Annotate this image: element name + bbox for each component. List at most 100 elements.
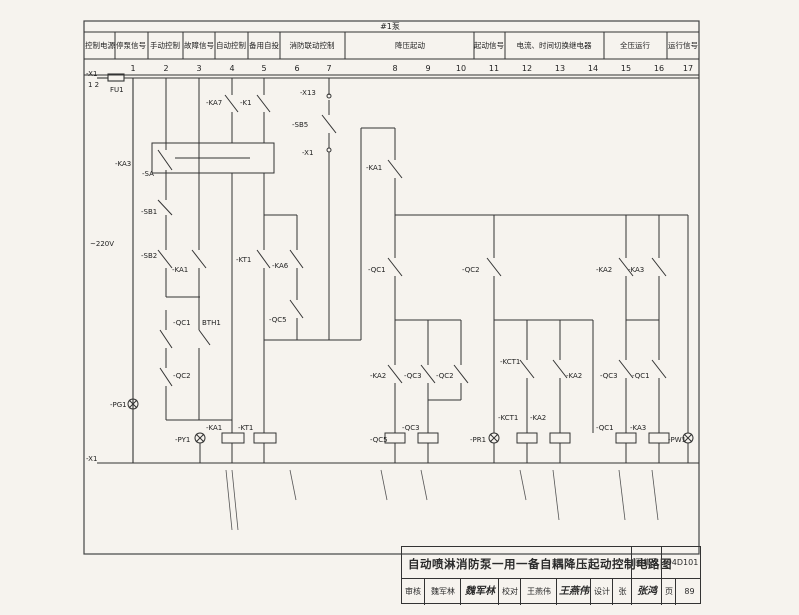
qc2-b-label: -QC2 bbox=[462, 266, 480, 274]
col-num-11: 11 bbox=[489, 64, 499, 73]
x1-bottom-label: -X1 bbox=[86, 455, 97, 463]
sa-label: -SA bbox=[142, 170, 154, 178]
page-value: 89 bbox=[675, 578, 703, 605]
cross-reference-marks bbox=[225, 469, 659, 531]
col2-labels: -KA3 -SA -SB1 -SB2 -KA1 -QC1 -QC2 BTH1 bbox=[115, 160, 221, 380]
kt1-a-label: -KT1 bbox=[236, 256, 251, 264]
sb5-label: -SB5 bbox=[292, 121, 308, 129]
col-num-8: 8 bbox=[392, 64, 397, 73]
pr1-label: -PR1 bbox=[470, 436, 486, 444]
design-label: 设计 bbox=[590, 578, 613, 605]
col-num-4: 4 bbox=[229, 64, 234, 73]
branch-right bbox=[387, 128, 689, 433]
col-num-5: 5 bbox=[261, 64, 266, 73]
col-num-7: 7 bbox=[326, 64, 331, 73]
header-group-label: #1泵 bbox=[380, 22, 400, 31]
col-num-16: 16 bbox=[654, 64, 664, 73]
col-label-auto: 自动控制 bbox=[216, 40, 246, 50]
qc1-a-label: -QC1 bbox=[173, 319, 191, 327]
col-num-2: 2 bbox=[163, 64, 168, 73]
coil-ka3 bbox=[648, 432, 670, 444]
col-label-full-run: 全压运行 bbox=[620, 40, 650, 50]
ka1-b-label: -KA1 bbox=[366, 164, 382, 172]
col-num-10: 10 bbox=[456, 64, 466, 73]
qc3-coil-label: -QC3 bbox=[402, 424, 420, 432]
branch-fire-link bbox=[297, 78, 395, 341]
header-labels: 控制电源 停泵信号 手动控制 故障信号 自动控制 备用自投 消防联动控制 降压起… bbox=[85, 40, 698, 50]
ka3-coil-label: -KA3 bbox=[630, 424, 646, 432]
kt1-coil-label: -KT1 bbox=[238, 424, 253, 432]
coil-qc1 bbox=[615, 432, 637, 444]
ka7-label: -KA7 bbox=[206, 99, 222, 107]
coil-ka1 bbox=[221, 432, 245, 444]
ka3-label: -KA3 bbox=[115, 160, 131, 168]
sb2-label: -SB2 bbox=[141, 252, 157, 260]
qc5-label: -QC5 bbox=[269, 316, 287, 324]
branch-manual bbox=[191, 78, 232, 421]
check-label: 校对 bbox=[498, 578, 521, 605]
ka2-coil-label: -KA2 bbox=[530, 414, 546, 422]
right-labels: -KA1 -QC1 -QC2 -KA2 -KA3 -KA2 -QC3 -QC2 … bbox=[366, 164, 686, 444]
col-label-standby: 备用自投 bbox=[249, 40, 279, 50]
kct1-coil-label: -KCT1 bbox=[498, 414, 518, 422]
col-num-3: 3 bbox=[196, 64, 201, 73]
selector-switch-sa bbox=[151, 142, 275, 174]
col-num-14: 14 bbox=[588, 64, 598, 73]
review-label: 审核 bbox=[405, 587, 421, 596]
ka2-b-label: -KA2 bbox=[370, 372, 386, 380]
ka2-c-label: -KA2 bbox=[566, 372, 582, 380]
col-label-fire-link: 消防联动控制 bbox=[290, 40, 335, 50]
page-label: 页 bbox=[661, 578, 676, 605]
col-num-13: 13 bbox=[555, 64, 565, 73]
coil-qc5 bbox=[384, 432, 406, 444]
fuse-label: FU1 bbox=[110, 86, 124, 94]
ka6-label: -KA6 bbox=[272, 262, 289, 270]
lamp-pg1 bbox=[127, 398, 139, 410]
ka1-coil-label: -KA1 bbox=[206, 424, 222, 432]
qc2-a-label: -QC2 bbox=[173, 372, 191, 380]
k1-label: -K1 bbox=[240, 99, 252, 107]
col-num-12: 12 bbox=[522, 64, 532, 73]
col-label-relay: 电流、时间切换继电器 bbox=[517, 40, 592, 50]
pg1-label: -PG1 bbox=[110, 401, 127, 409]
coil-ka2 bbox=[549, 432, 571, 444]
col-num-6: 6 bbox=[294, 64, 299, 73]
atlas-number-value: 94D101 bbox=[661, 547, 703, 578]
x1-top-label: -X1 bbox=[86, 70, 97, 78]
ka2-a-label: -KA2 bbox=[596, 266, 612, 274]
qc5-coil-label: -QC5 bbox=[370, 436, 388, 444]
qc1-coil-label: -QC1 bbox=[596, 424, 614, 432]
branch-stop bbox=[157, 78, 200, 421]
ka3-b-label: -KA3 bbox=[628, 266, 644, 274]
col-num-9: 9 bbox=[425, 64, 430, 73]
x13-label: -X13 bbox=[300, 89, 316, 97]
x1-mid-label: -X1 bbox=[302, 149, 313, 157]
qc2-c-label: -QC2 bbox=[436, 372, 454, 380]
col-num-17: 17 bbox=[683, 64, 693, 73]
col-num-1: 1 bbox=[130, 64, 135, 73]
branch-fault-auto bbox=[224, 78, 304, 463]
designer-signature: 张鸿 bbox=[631, 578, 662, 605]
coil-kt1 bbox=[253, 432, 277, 444]
coils-right bbox=[384, 432, 694, 463]
checker-name: 王燕伟 bbox=[520, 578, 557, 605]
header-band bbox=[84, 31, 699, 76]
col-num-15: 15 bbox=[621, 64, 631, 73]
qc1-b-label: -QC1 bbox=[368, 266, 386, 274]
coil-qc3 bbox=[417, 432, 439, 444]
header-numbers: 1 2 3 4 5 6 7 8 9 10 11 12 13 14 15 16 1… bbox=[130, 64, 693, 73]
pw1-label: -PW1 bbox=[668, 436, 686, 444]
x1-top-pins: 1 2 bbox=[88, 81, 99, 89]
qc3-b-label: -QC3 bbox=[600, 372, 618, 380]
bus-labels: -X1 1 2 FU1 -X1 ~220V bbox=[86, 70, 124, 463]
col45-labels: -KA7 -K1 -KT1 -KA6 -QC5 -KT1 bbox=[206, 99, 289, 432]
col-label-manual: 手动控制 bbox=[150, 40, 180, 50]
qc3-a-label: -QC3 bbox=[404, 372, 422, 380]
col-label-power: 控制电源 bbox=[85, 40, 115, 50]
atlas-number-label: 图集号 bbox=[631, 547, 662, 578]
col-label-stop: 停泵信号 bbox=[116, 40, 146, 50]
drawing-title: 自动喷淋消防泵一用一备自耦降压起动控制电路图 bbox=[408, 557, 672, 571]
kct1-a-label: -KCT1 bbox=[500, 358, 520, 366]
